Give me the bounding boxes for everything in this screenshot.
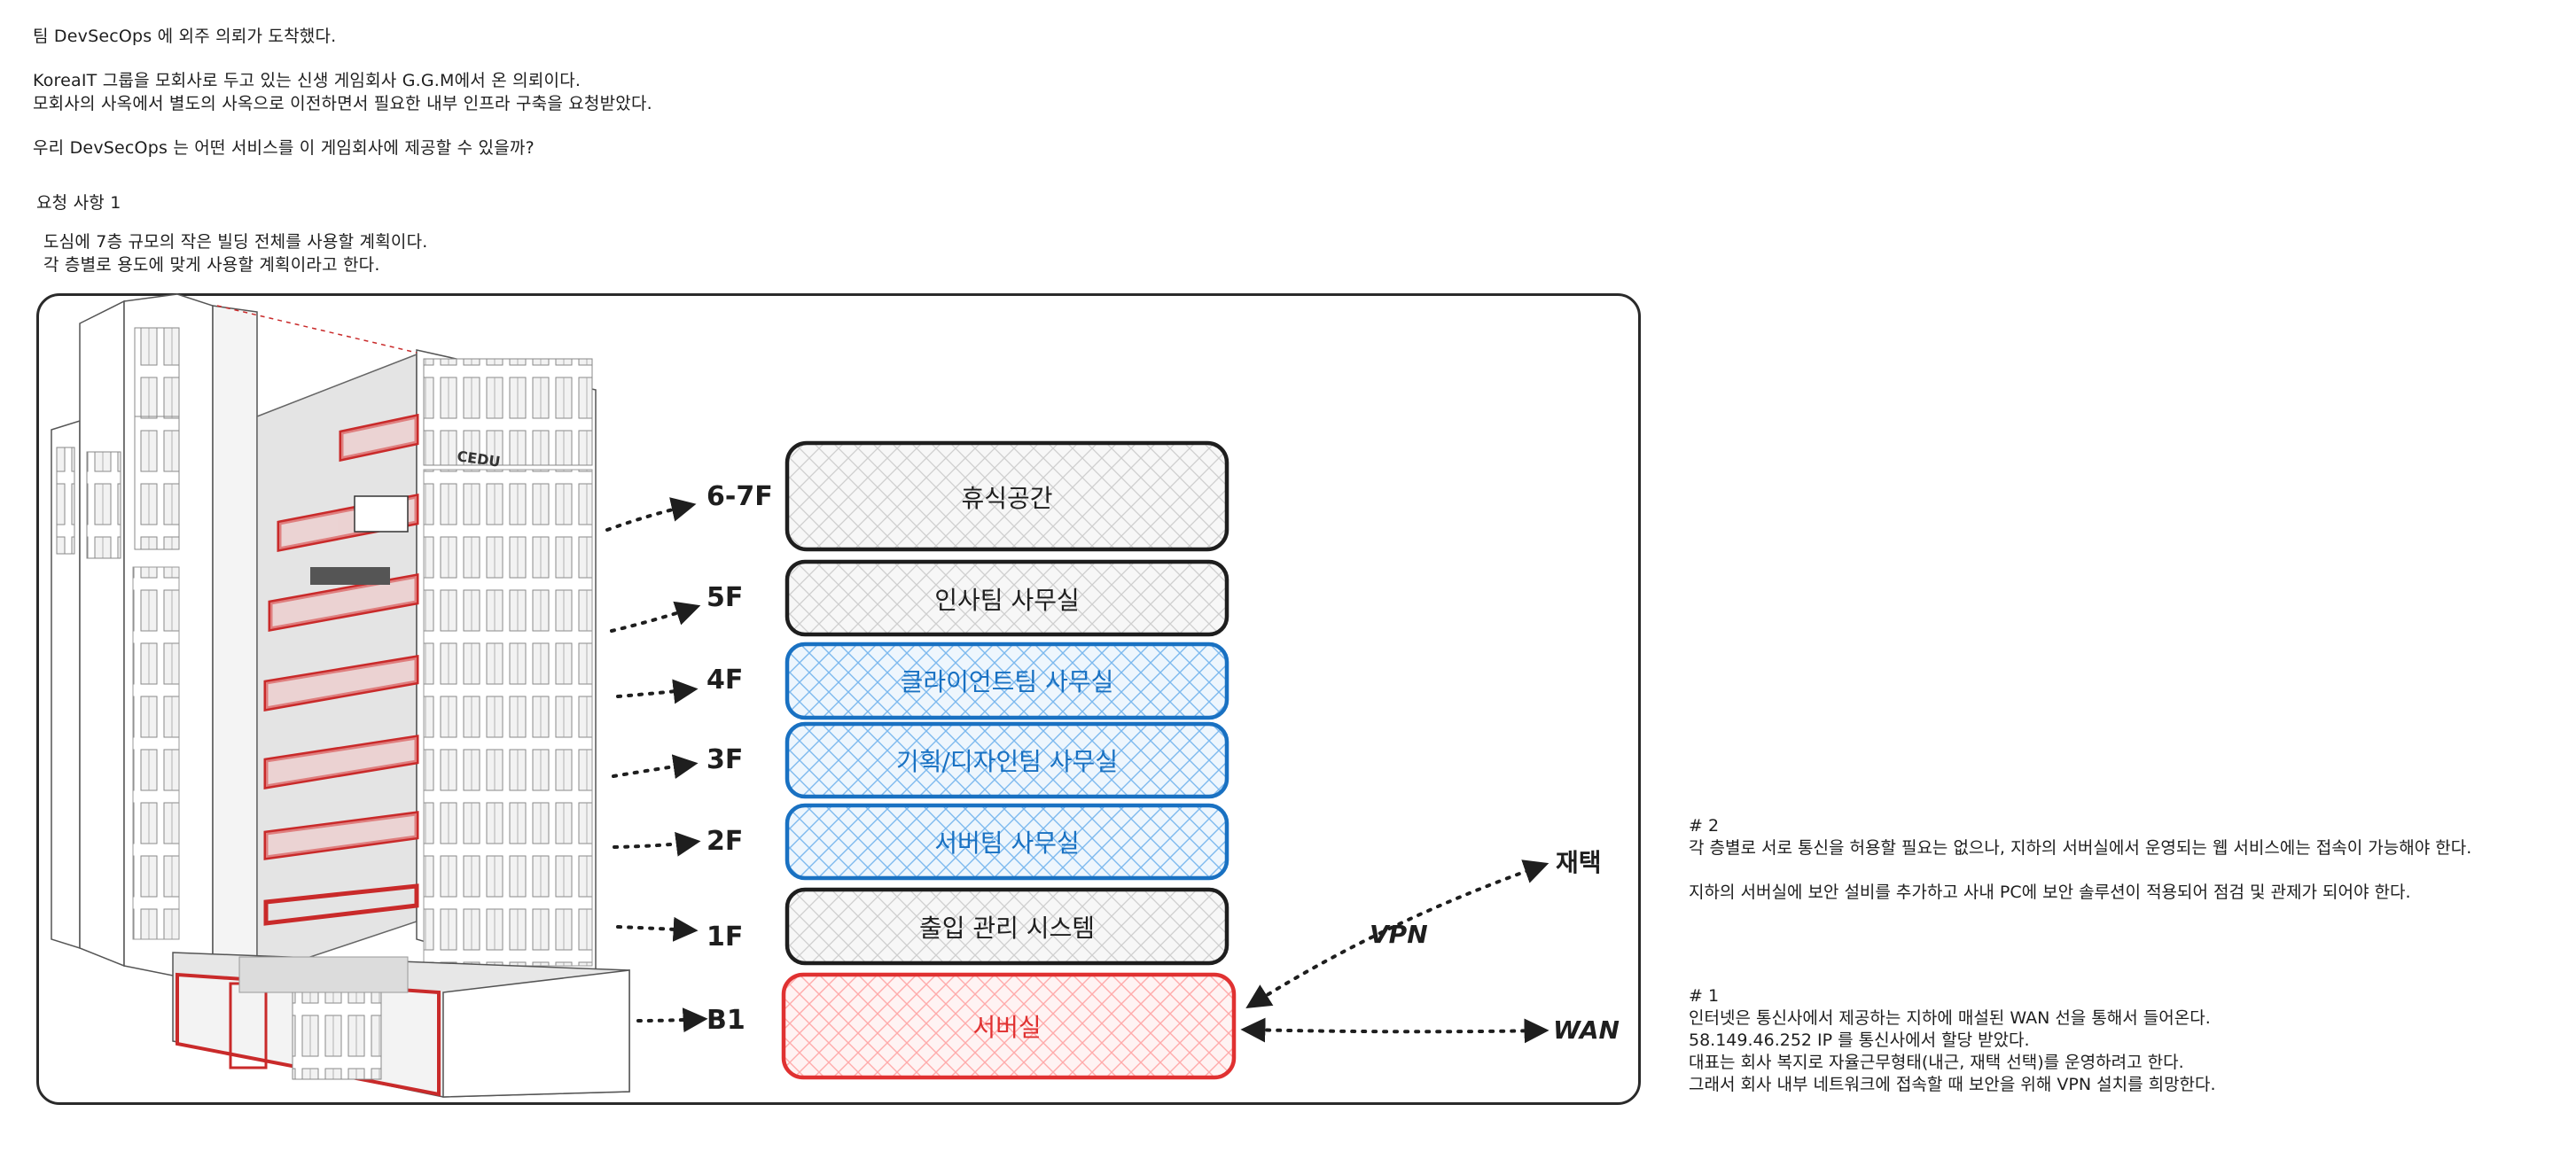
note1-line-4: 그래서 회사 내부 네트워크에 접속할 때 보안을 위해 VPN 설치를 희망한… bbox=[1689, 1075, 2216, 1094]
vpn-arrow bbox=[1245, 859, 1550, 1008]
request-title: 요청 사항 1 bbox=[36, 193, 121, 213]
wan-arrow bbox=[1240, 1017, 1550, 1044]
floor-box-b1 bbox=[781, 972, 1237, 1080]
floor-use-3f: 기획/디자인팀 사무실 bbox=[895, 747, 1119, 776]
floor-box-4f bbox=[785, 642, 1229, 720]
diagram-frame bbox=[36, 293, 1641, 1105]
floor-label-b1: B1 bbox=[706, 1005, 745, 1036]
note2-line-2: 지하의 서버실에 보안 설비를 추가하고 사내 PC에 보안 솔루션이 적용되어… bbox=[1689, 883, 2411, 902]
floor-label-6-7f: 6-7F bbox=[706, 481, 773, 512]
floor-box-1f bbox=[785, 887, 1229, 966]
note2-line-1: 각 층별로 서로 통신을 허용할 필요는 없으나, 지하의 서버실에서 운영되는… bbox=[1689, 838, 2472, 858]
request-line-2: 각 층별로 용도에 맞게 사용할 계획이라고 한다. bbox=[43, 255, 380, 275]
floor-arrows bbox=[605, 497, 708, 1033]
request-line-1: 도심에 7층 규모의 작은 빌딩 전체를 사용할 계획이다. bbox=[43, 232, 428, 252]
floor-use-b1: 서버실 bbox=[972, 1013, 1042, 1042]
floor-box-6-7f bbox=[785, 440, 1229, 552]
floor-label-5f: 5F bbox=[706, 582, 744, 613]
note1-line-2: 58.149.46.252 IP 를 통신사에서 할당 받았다. bbox=[1689, 1030, 2030, 1050]
floor-label-1f: 1F bbox=[706, 922, 744, 953]
note1-line-3: 대표는 회사 복지로 자율근무형태(내근, 재택 선택)를 운영하려고 한다. bbox=[1689, 1053, 2184, 1072]
floor-boxes bbox=[781, 440, 1237, 1080]
intro-line-1: 팀 DevSecOps 에 외주 의뢰가 도착했다. bbox=[33, 27, 337, 46]
floor-label-4f: 4F bbox=[706, 665, 744, 696]
floor-box-3f bbox=[785, 721, 1229, 799]
floor-use-2f: 서버팀 사무실 bbox=[934, 828, 1080, 858]
floor-box-5f bbox=[785, 559, 1229, 637]
vpn-label: VPN bbox=[1370, 920, 1428, 949]
note2-title: # 2 bbox=[1689, 816, 1720, 836]
connection-arrows bbox=[1240, 859, 1550, 1044]
intro-line-3: 모회사의 사옥에서 별도의 사옥으로 이전하면서 필요한 내부 인프라 구축을 … bbox=[33, 94, 652, 113]
floor-use-4f: 클라이언트팀 사무실 bbox=[900, 667, 1114, 696]
floor-use-6-7f: 휴식공간 bbox=[961, 484, 1053, 513]
floor-box-2f bbox=[785, 803, 1229, 881]
floor-use-5f: 인사팀 사무실 bbox=[934, 586, 1080, 615]
wan-label: WAN bbox=[1553, 1015, 1620, 1045]
note1-line-1: 인터넷은 통신사에서 제공하는 지하에 매설된 WAN 선을 통해서 들어온다. bbox=[1689, 1008, 2211, 1028]
floor-use-1f: 출입 관리 시스템 bbox=[918, 914, 1096, 943]
intro-line-4: 우리 DevSecOps 는 어떤 서비스를 이 게임회사에 제공할 수 있을까… bbox=[33, 138, 535, 158]
note1-title: # 1 bbox=[1689, 986, 1720, 1006]
floor-label-3f: 3F bbox=[706, 744, 744, 775]
remote-label: 재택 bbox=[1556, 848, 1602, 877]
intro-line-2: KoreaIT 그룹을 모회사로 두고 있는 신생 게임회사 G.G.M에서 온… bbox=[33, 71, 582, 90]
floor-label-2f: 2F bbox=[706, 826, 744, 857]
building-illustration: CEDU bbox=[51, 293, 630, 1098]
